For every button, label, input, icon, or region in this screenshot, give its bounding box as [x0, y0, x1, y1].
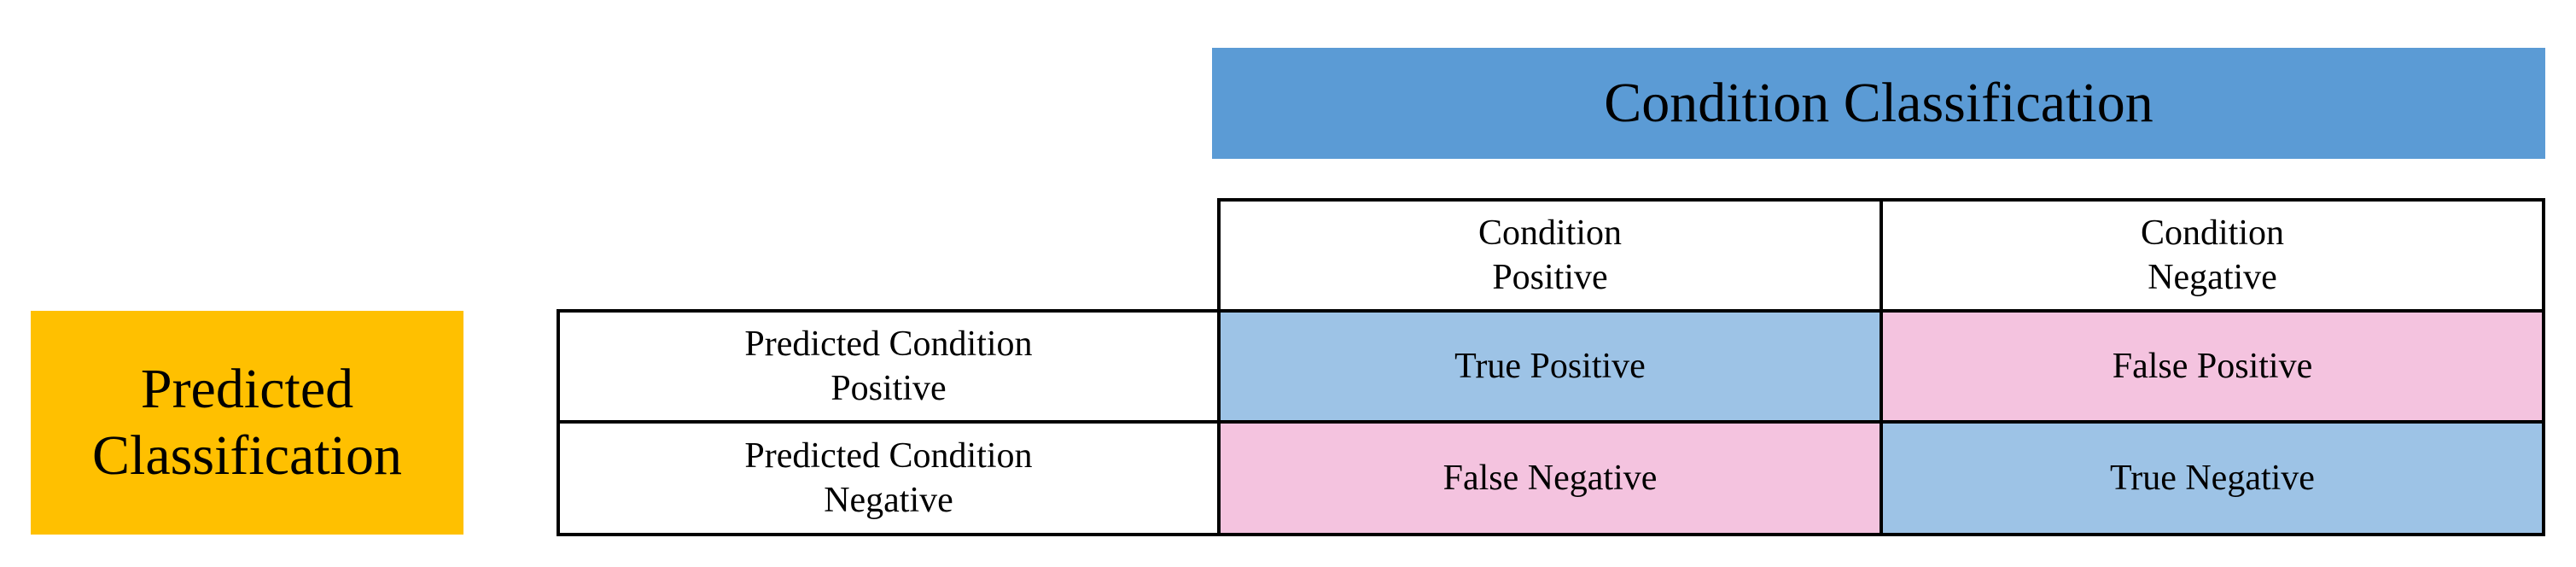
row-header-label: Predicted Condition Positive: [744, 324, 1033, 408]
cell-false-positive: False Positive: [1880, 309, 2545, 424]
predicted-classification-label: Predicted Classification: [92, 358, 402, 487]
column-header-condition-negative: Condition Negative: [1880, 198, 2545, 313]
cell-label: False Positive: [2112, 347, 2313, 386]
cell-false-negative: False Negative: [1217, 420, 1883, 536]
cell-label: False Negative: [1442, 459, 1658, 498]
cell-true-positive: True Positive: [1217, 309, 1883, 424]
condition-classification-label: Condition Classification: [1604, 72, 2153, 134]
row-header-predicted-negative: Predicted Condition Negative: [557, 420, 1221, 536]
condition-classification-banner: Condition Classification: [1212, 48, 2545, 159]
column-header-condition-positive: Condition Positive: [1217, 198, 1883, 313]
row-header-label: Predicted Condition Negative: [744, 436, 1033, 520]
column-header-label: Condition Positive: [1477, 213, 1623, 297]
row-header-predicted-positive: Predicted Condition Positive: [557, 309, 1221, 424]
column-header-label: Condition Negative: [2140, 213, 2285, 297]
cell-true-negative: True Negative: [1880, 420, 2545, 536]
predicted-classification-box: Predicted Classification: [31, 311, 463, 535]
cell-label: True Positive: [1454, 347, 1646, 386]
cell-label: True Negative: [2110, 459, 2315, 498]
